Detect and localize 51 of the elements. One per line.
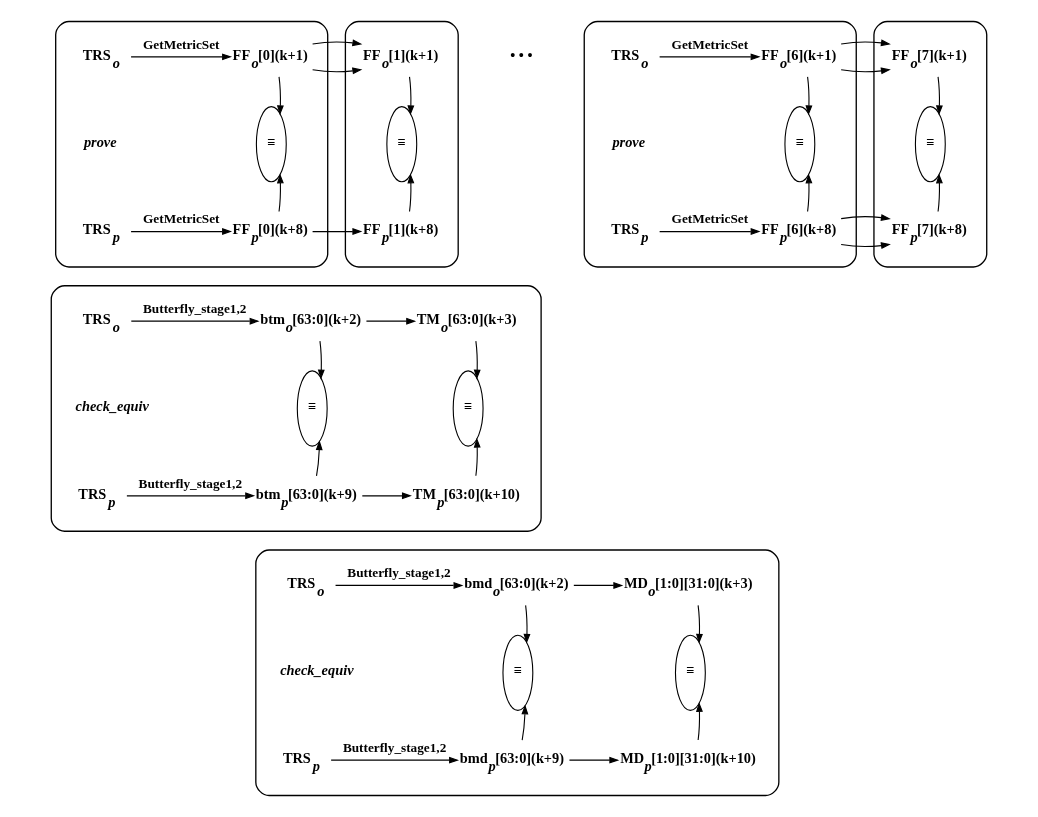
cluster bbox=[873, 20, 988, 268]
arrow bbox=[361, 492, 412, 500]
arrow bbox=[315, 440, 323, 477]
arrow bbox=[659, 228, 761, 236]
arrow bbox=[521, 704, 529, 741]
arrow bbox=[935, 173, 943, 213]
arrow bbox=[130, 228, 233, 236]
arrow bbox=[312, 228, 363, 236]
arrow bbox=[935, 76, 943, 116]
arrow bbox=[407, 173, 415, 213]
arrow bbox=[805, 173, 813, 213]
edge-label: Butterfly_stage1,2 bbox=[347, 565, 451, 581]
edge-label: Butterfly_stage1,2 bbox=[138, 475, 243, 491]
edge-label: Butterfly_stage1,2 bbox=[143, 300, 247, 316]
arrow bbox=[365, 317, 417, 325]
edge-label: GetMetricSet bbox=[143, 36, 220, 52]
arrow bbox=[276, 173, 284, 213]
arrow bbox=[276, 76, 284, 116]
edge-label: GetMetricSet bbox=[143, 211, 220, 227]
arrow bbox=[805, 76, 813, 116]
arrow bbox=[330, 756, 460, 764]
cluster bbox=[583, 20, 857, 268]
edge-label: GetMetricSet bbox=[671, 211, 749, 227]
arrow bbox=[335, 581, 464, 589]
label: prove bbox=[612, 133, 646, 150]
arrow bbox=[696, 702, 703, 741]
arrow bbox=[696, 604, 703, 644]
arrow bbox=[840, 214, 891, 250]
arrow bbox=[317, 340, 325, 380]
cluster bbox=[50, 285, 542, 532]
label: prove bbox=[83, 133, 117, 150]
arrow bbox=[568, 756, 620, 764]
arrow bbox=[130, 53, 233, 61]
cluster bbox=[344, 20, 459, 268]
edge-label: GetMetricSet bbox=[671, 36, 749, 52]
label: • • • bbox=[510, 46, 533, 63]
arrow bbox=[840, 39, 891, 75]
cluster bbox=[255, 549, 780, 797]
label: check_equiv bbox=[75, 398, 149, 415]
arrow bbox=[473, 437, 481, 477]
arrow bbox=[659, 53, 761, 61]
edge-label: Butterfly_stage1,2 bbox=[342, 739, 447, 755]
arrow bbox=[523, 604, 531, 644]
arrow bbox=[126, 492, 256, 500]
arrow bbox=[312, 39, 363, 75]
arrow bbox=[473, 340, 481, 380]
arrow bbox=[407, 76, 415, 116]
arrow bbox=[130, 317, 260, 325]
label: check_equiv bbox=[280, 662, 354, 679]
cluster bbox=[55, 20, 329, 268]
arrow bbox=[573, 581, 624, 589]
